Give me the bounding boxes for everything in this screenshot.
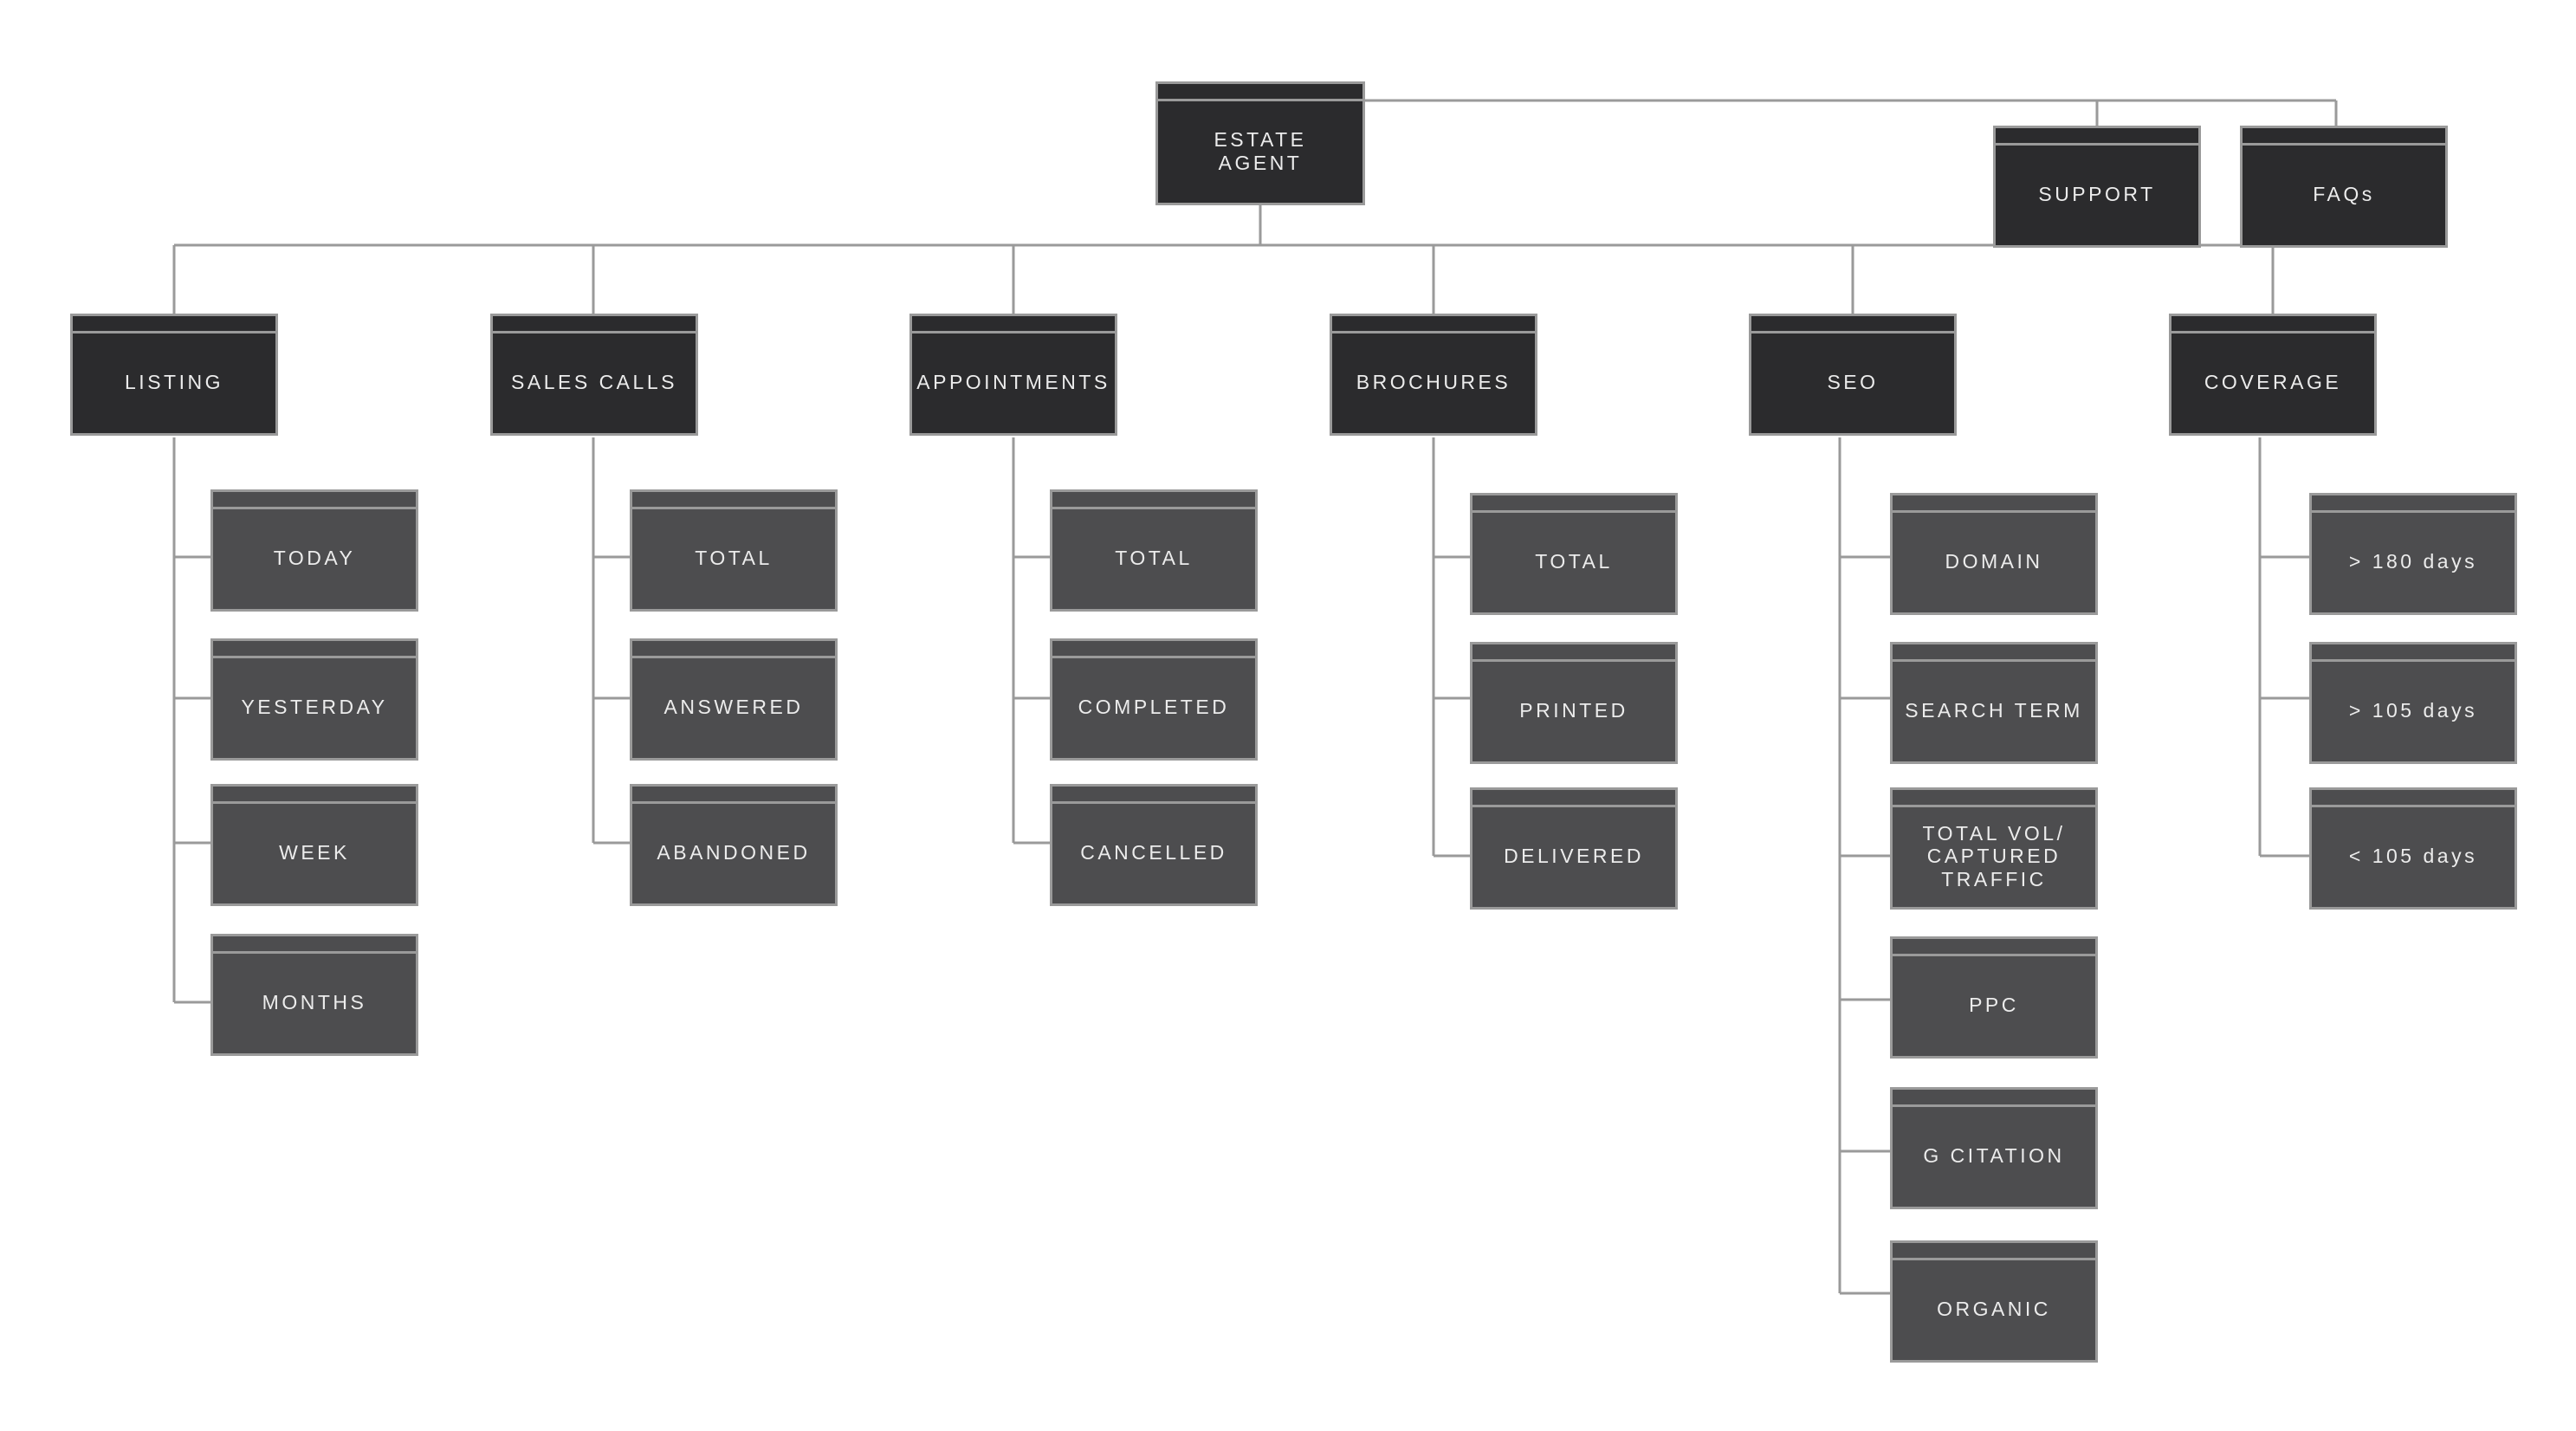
seo-item-search-term[interactable]: SEARCH TERM xyxy=(1890,642,2098,764)
brochures-item-total[interactable]: TOTAL xyxy=(1470,493,1678,615)
seo-item-organic[interactable]: ORGANIC xyxy=(1890,1240,2098,1363)
appointments-item-completed[interactable]: COMPLETED xyxy=(1050,638,1258,761)
section-node-coverage[interactable]: COVERAGE xyxy=(2169,314,2377,436)
connector-children-2 xyxy=(1012,437,1050,845)
connector-root-utility xyxy=(1365,99,2338,126)
seo-item-g-citation[interactable]: G CITATION xyxy=(1890,1087,2098,1209)
connector-children-1 xyxy=(592,437,630,845)
coverage-item-over-180-days[interactable]: > 180 days xyxy=(2309,493,2517,615)
seo-item-ppc[interactable]: PPC xyxy=(1890,936,2098,1059)
seo-item-total-vol-captured-traffic[interactable]: TOTAL VOL/ CAPTURED TRAFFIC xyxy=(1890,787,2098,910)
connector-children-4 xyxy=(1838,437,1890,1295)
listing-item-months[interactable]: MONTHS xyxy=(210,934,418,1056)
seo-item-domain[interactable]: DOMAIN xyxy=(1890,493,2098,615)
root-node-estate-agent[interactable]: ESTATE AGENT xyxy=(1155,81,1365,205)
section-node-sales-calls[interactable]: SALES CALLS xyxy=(490,314,698,436)
sales-calls-item-abandoned[interactable]: ABANDONED xyxy=(630,784,838,906)
sales-calls-item-total[interactable]: TOTAL xyxy=(630,489,838,612)
connector-children-0 xyxy=(172,437,210,1004)
listing-item-yesterday[interactable]: YESTERDAY xyxy=(210,638,418,761)
connector-children-5 xyxy=(2258,437,2309,858)
listing-item-week[interactable]: WEEK xyxy=(210,784,418,906)
appointments-item-total[interactable]: TOTAL xyxy=(1050,489,1258,612)
sales-calls-item-answered[interactable]: ANSWERED xyxy=(630,638,838,761)
brochures-item-delivered[interactable]: DELIVERED xyxy=(1470,787,1678,910)
section-node-seo[interactable]: SEO xyxy=(1749,314,1957,436)
utility-node-faqs[interactable]: FAQs xyxy=(2240,126,2448,248)
brochures-item-printed[interactable]: PRINTED xyxy=(1470,642,1678,764)
connector-children-3 xyxy=(1432,437,1470,858)
listing-item-today[interactable]: TODAY xyxy=(210,489,418,612)
section-node-brochures[interactable]: BROCHURES xyxy=(1330,314,1537,436)
appointments-item-cancelled[interactable]: CANCELLED xyxy=(1050,784,1258,906)
section-node-appointments[interactable]: APPOINTMENTS xyxy=(909,314,1117,436)
coverage-item-over-105-days[interactable]: > 105 days xyxy=(2309,642,2517,764)
utility-node-support[interactable]: SUPPORT xyxy=(1993,126,2201,248)
section-node-listing[interactable]: LISTING xyxy=(70,314,278,436)
coverage-item-under-105-days[interactable]: < 105 days xyxy=(2309,787,2517,910)
